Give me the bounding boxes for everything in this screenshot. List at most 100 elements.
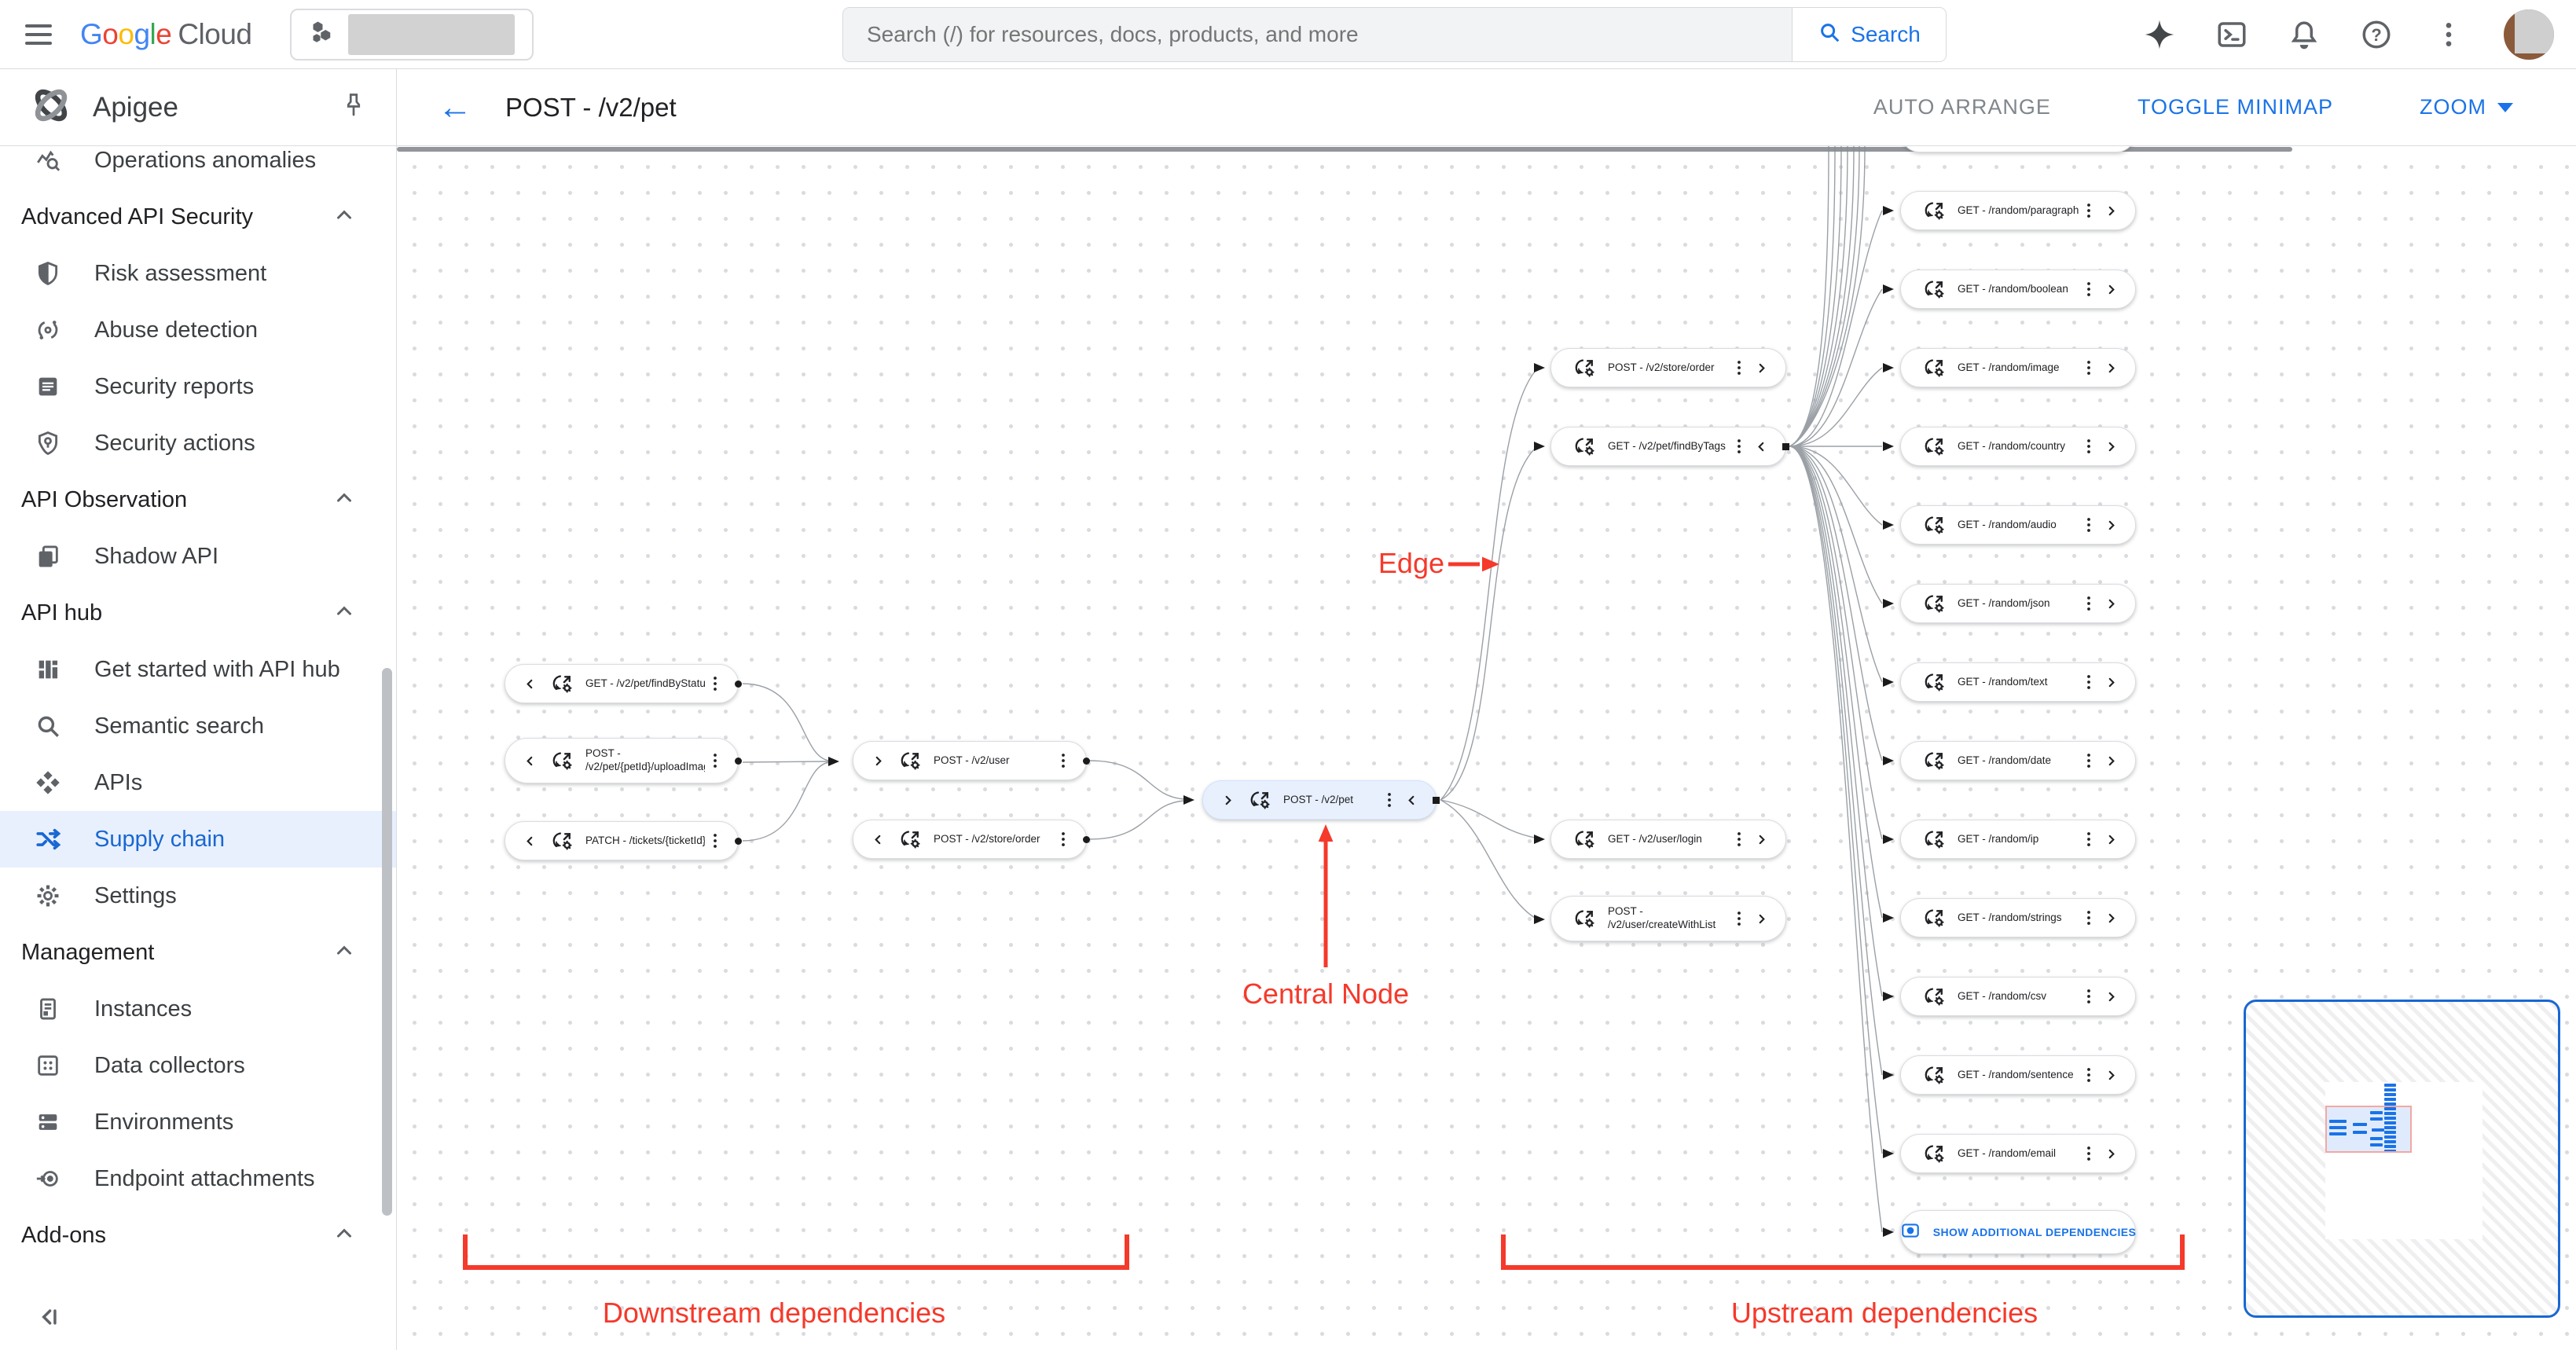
sidebar-item-semantic-search[interactable]: Semantic search [0, 698, 396, 754]
auto-arrange-button[interactable]: AUTO ARRANGE [1873, 95, 2051, 119]
graph-node[interactable]: POST - /v2/user [853, 741, 1090, 780]
sidebar-item-shadow-api[interactable]: Shadow API [0, 528, 396, 585]
search-input[interactable] [843, 8, 1792, 61]
node-menu-icon[interactable] [705, 672, 725, 695]
graph-node[interactable]: GET - /random/ip [1900, 820, 2136, 859]
graph-node[interactable]: POST -/v2/user/createWithList [1550, 896, 1786, 941]
graph-node-central[interactable]: POST - /v2/pet [1202, 780, 1440, 820]
sidebar-item-security-actions[interactable]: Security actions [0, 415, 396, 471]
avatar[interactable] [2504, 9, 2554, 60]
sidebar-item-get-started-with-api-hub[interactable]: Get started with API hub [0, 641, 396, 698]
expand-upstream-icon[interactable] [2099, 906, 2123, 930]
show-additional-dependencies-button[interactable]: SHOW ADDITIONAL DEPENDENCIES [1900, 1210, 2136, 1254]
sidebar-item-abuse-detection[interactable]: Abuse detection [0, 302, 396, 358]
node-menu-icon[interactable] [2079, 277, 2099, 301]
expand-upstream-icon[interactable] [2099, 592, 2123, 615]
toggle-minimap-button[interactable]: TOGGLE MINIMAP [2137, 95, 2333, 119]
graph-node[interactable]: GET - /random/paragraph [1900, 191, 2136, 230]
expand-upstream-icon[interactable] [2099, 827, 2123, 851]
node-menu-icon[interactable] [1053, 827, 1073, 851]
collapse-upstream-icon[interactable] [1749, 435, 1773, 458]
collapse-downstream-icon[interactable] [518, 672, 541, 695]
expand-upstream-icon[interactable] [2099, 1063, 2123, 1087]
graph-node[interactable]: GET - /v2/pet/findByStatus [505, 664, 742, 703]
collapse-downstream-icon[interactable] [866, 827, 890, 851]
sidebar-section-management[interactable]: Management [0, 924, 396, 981]
expand-downstream-icon[interactable] [1216, 788, 1239, 812]
graph-node[interactable]: GET - /random/date [1900, 741, 2136, 780]
expand-upstream-icon[interactable] [2099, 1142, 2123, 1165]
expand-upstream-icon[interactable] [2099, 277, 2123, 301]
graph-node[interactable]: GET - /random/strings [1900, 898, 2136, 937]
node-menu-icon[interactable] [2079, 1063, 2099, 1087]
expand-upstream-icon[interactable] [2099, 513, 2123, 537]
pin-icon[interactable] [339, 91, 368, 123]
sidebar-section-add-ons[interactable]: Add-ons [0, 1207, 396, 1264]
graph-node[interactable]: GET - /random/boolean [1900, 270, 2136, 309]
graph-node[interactable]: GET - /random/json [1900, 584, 2136, 623]
node-menu-icon[interactable] [2079, 827, 2099, 851]
node-menu-icon[interactable] [2079, 670, 2099, 694]
node-menu-icon[interactable] [2079, 985, 2099, 1008]
gemini-icon[interactable] [2142, 17, 2177, 52]
more-vert-icon[interactable] [2431, 17, 2466, 52]
sidebar-section-advanced-api-security[interactable]: Advanced API Security [0, 189, 396, 245]
sidebar-item-risk-assessment[interactable]: Risk assessment [0, 245, 396, 302]
notifications-icon[interactable] [2287, 17, 2321, 52]
graph-node[interactable]: GET - /random/image [1900, 348, 2136, 387]
node-menu-icon[interactable] [1729, 356, 1749, 380]
graph-node[interactable]: GET - /random/audio [1900, 505, 2136, 545]
node-menu-icon[interactable] [2079, 1142, 2099, 1165]
graph-node[interactable]: POST - /v2/store/order [853, 820, 1090, 859]
node-menu-icon[interactable] [2079, 592, 2099, 615]
minimap-viewport[interactable] [2325, 1106, 2412, 1153]
expand-upstream-icon[interactable] [2099, 670, 2123, 694]
help-icon[interactable]: ? [2359, 17, 2394, 52]
graph-node[interactable]: GET - /v2/pet/findByTags [1550, 427, 1789, 466]
sidebar-item-environments[interactable]: Environments [0, 1094, 396, 1150]
sidebar-item-endpoint-attachments[interactable]: Endpoint attachments [0, 1150, 396, 1207]
graph-node-partial[interactable] [1900, 146, 2136, 152]
graph-node[interactable]: GET - /random/country [1900, 427, 2136, 466]
node-menu-icon[interactable] [1379, 788, 1400, 812]
node-menu-icon[interactable] [1729, 435, 1749, 458]
node-menu-icon[interactable] [705, 829, 725, 853]
expand-upstream-icon[interactable] [2099, 356, 2123, 380]
expand-upstream-icon[interactable] [1749, 827, 1773, 851]
project-selector[interactable] [289, 8, 534, 61]
node-menu-icon[interactable] [2079, 356, 2099, 380]
node-menu-icon[interactable] [2079, 513, 2099, 537]
node-menu-icon[interactable] [1729, 907, 1749, 930]
expand-upstream-icon[interactable] [1749, 356, 1773, 380]
graph-node[interactable]: GET - /random/csv [1900, 977, 2136, 1016]
collapse-sidebar-button[interactable] [31, 1300, 66, 1334]
expand-upstream-icon[interactable] [1749, 907, 1773, 930]
node-menu-icon[interactable] [2079, 749, 2099, 772]
sidebar-item-instances[interactable]: Instances [0, 981, 396, 1037]
graph-node[interactable]: GET - /random/text [1900, 662, 2136, 702]
expand-upstream-icon[interactable] [2099, 199, 2123, 222]
graph-node[interactable]: GET - /random/email [1900, 1134, 2136, 1173]
expand-upstream-icon[interactable] [2099, 985, 2123, 1008]
zoom-menu-button[interactable]: ZOOM [2420, 95, 2513, 119]
cloud-shell-icon[interactable] [2215, 17, 2249, 52]
graph-node[interactable]: GET - /random/sentence [1900, 1055, 2136, 1095]
graph-node[interactable]: POST - /v2/store/order [1550, 348, 1786, 387]
back-button[interactable]: ← [438, 87, 472, 127]
sidebar-item-operations-anomalies[interactable]: Operations anomalies [0, 146, 396, 189]
expand-downstream-icon[interactable] [866, 749, 890, 772]
minimap[interactable] [2244, 1000, 2560, 1318]
sidebar-item-security-reports[interactable]: Security reports [0, 358, 396, 415]
node-menu-icon[interactable] [705, 749, 725, 772]
graph-node[interactable]: POST -/v2/pet/{petId}/uploadImage [505, 738, 742, 783]
search-button[interactable]: Search [1792, 8, 1946, 61]
collapse-downstream-icon[interactable] [518, 829, 541, 853]
canvas-horizontal-scrollbar[interactable] [397, 147, 2292, 152]
sidebar-section-api-observation[interactable]: API Observation [0, 471, 396, 528]
sidebar-item-apis[interactable]: APIs [0, 754, 396, 811]
node-menu-icon[interactable] [2079, 906, 2099, 930]
node-menu-icon[interactable] [1053, 749, 1073, 772]
sidebar-item-supply-chain[interactable]: Supply chain [0, 811, 396, 868]
expand-upstream-icon[interactable] [2099, 749, 2123, 772]
